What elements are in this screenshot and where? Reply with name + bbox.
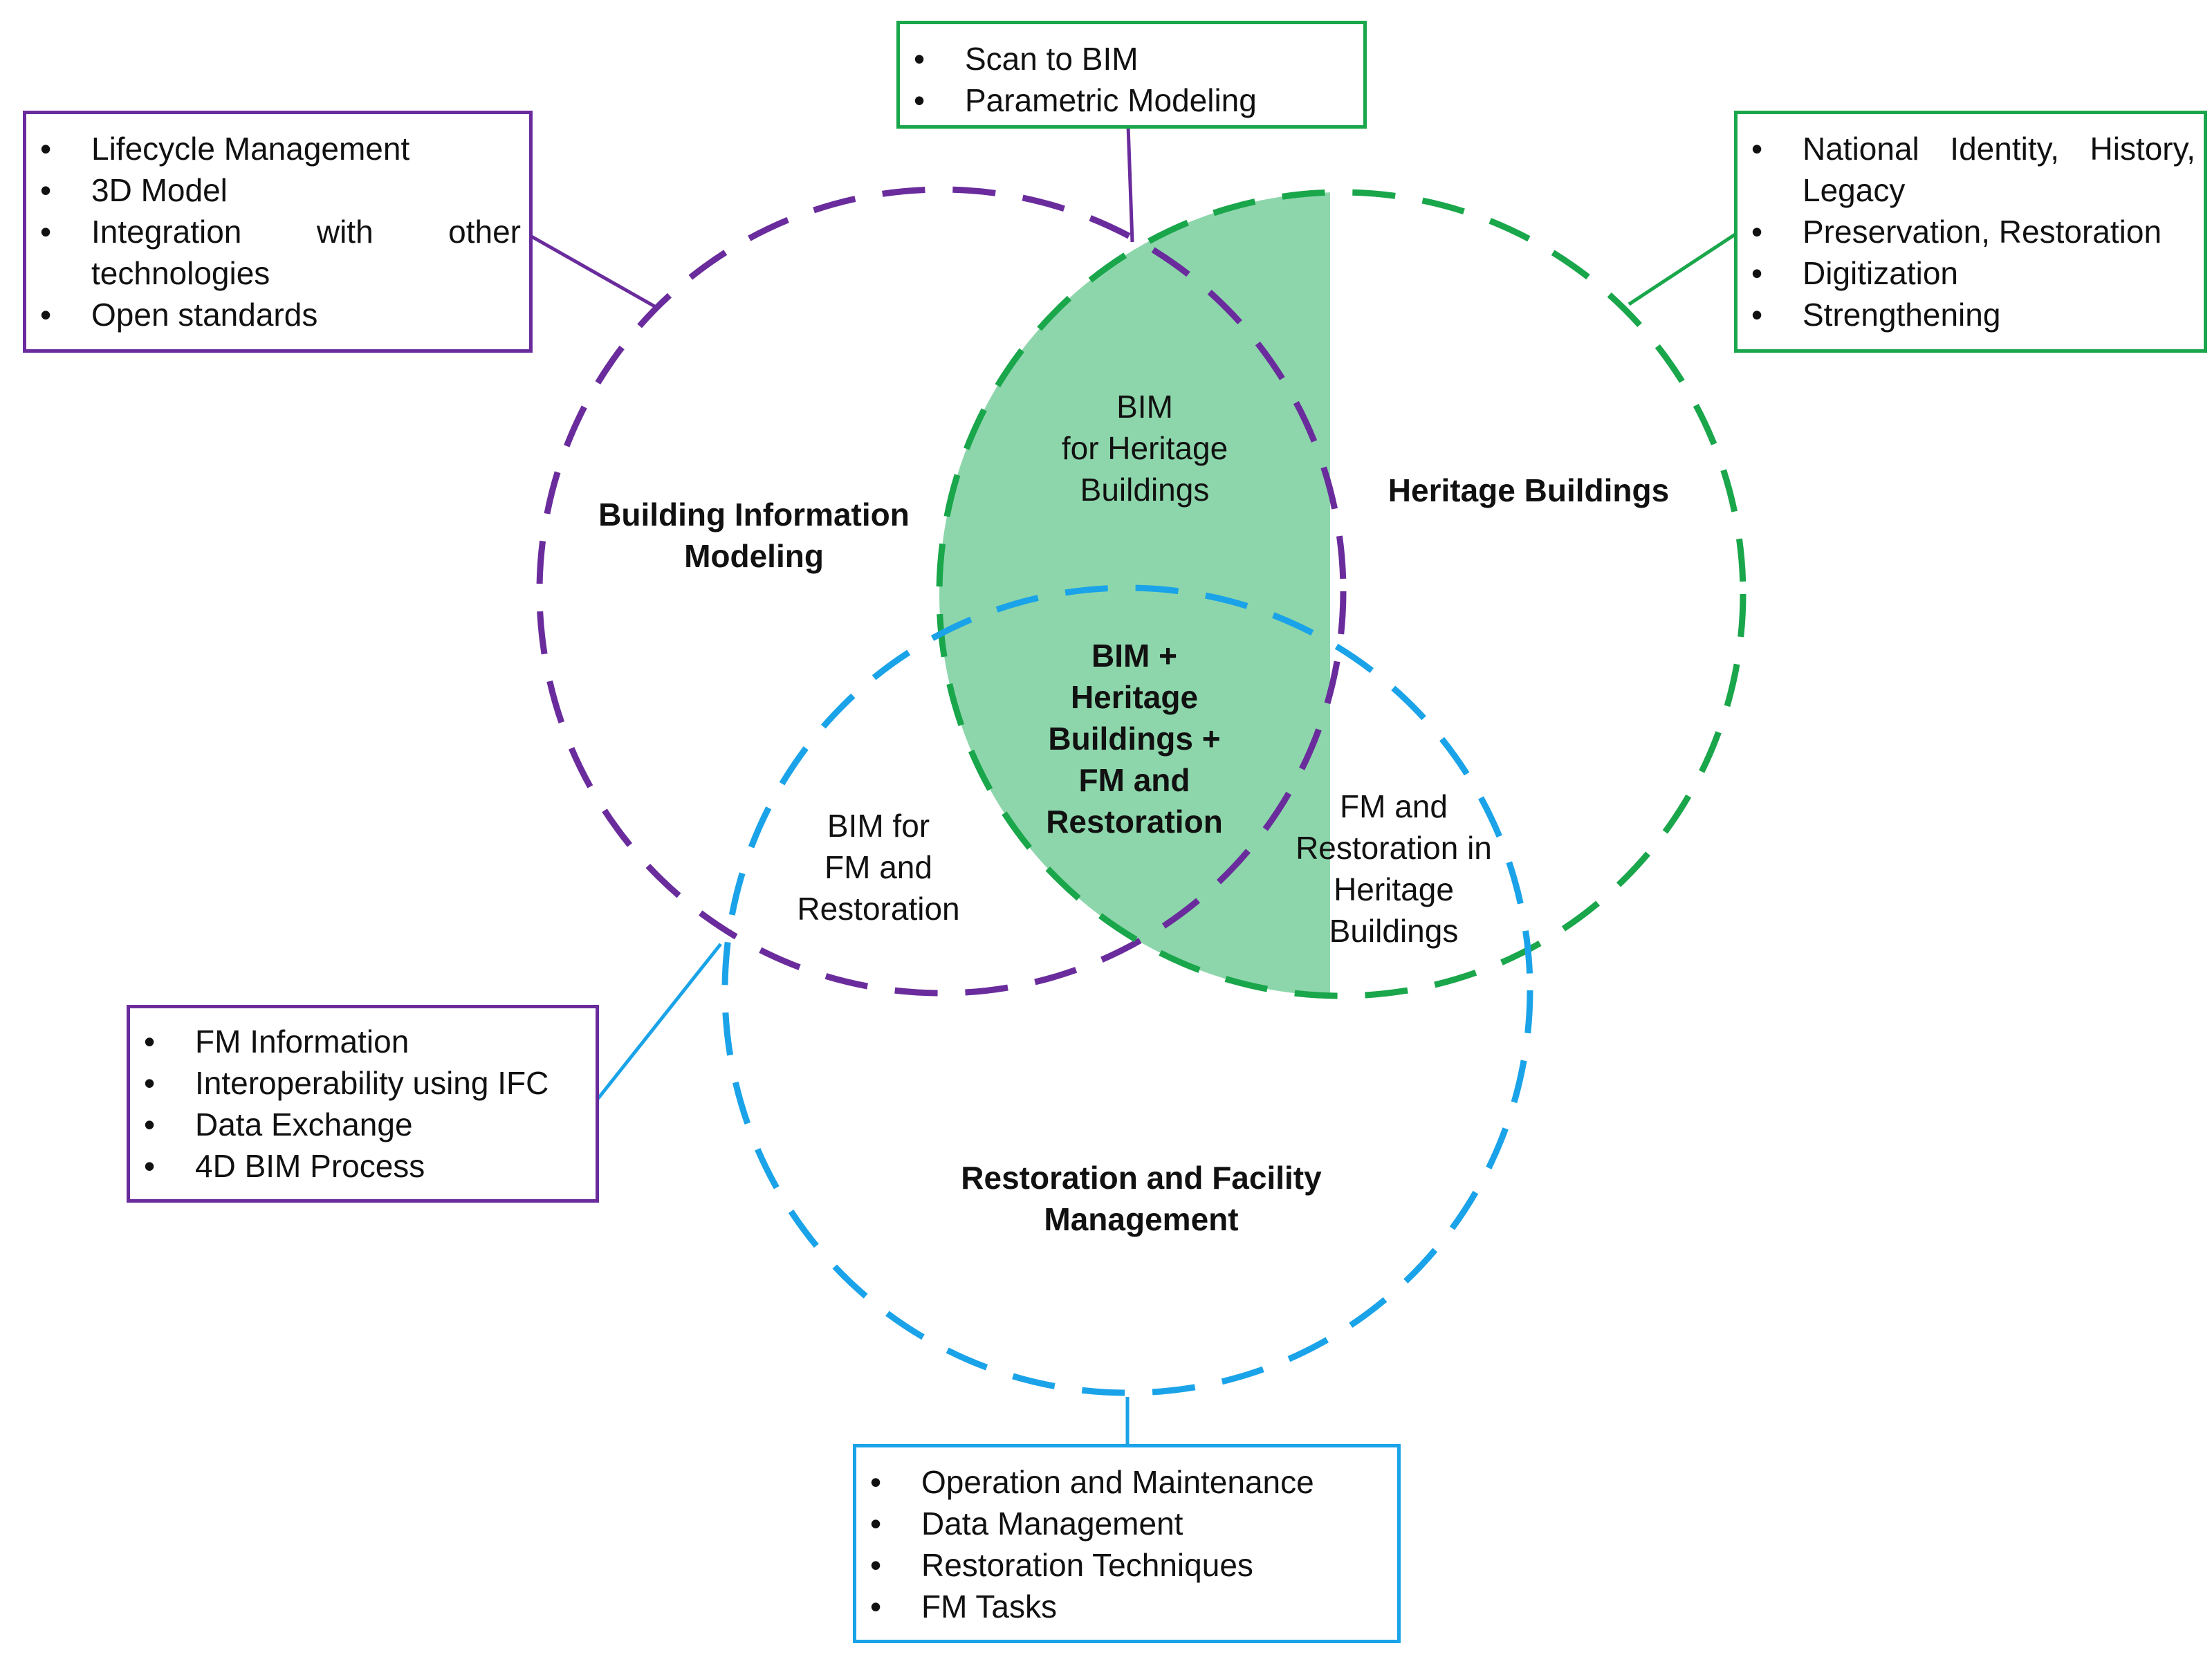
bim-fm-attributes-list: FM Information Interoperability using IF… [130, 1021, 587, 1187]
center-intersection-label: BIM + Heritage Buildings + FM and Restor… [1046, 638, 1223, 840]
bim-heritage-intersection-label: BIM for Heritage Buildings [1061, 389, 1228, 508]
fm-circle [721, 584, 1533, 1396]
heritage-circle-title: Heritage Buildings [1388, 472, 1670, 508]
list-item: 4D BIM Process [130, 1145, 587, 1187]
list-item: FM Information [130, 1021, 587, 1062]
list-item: Data Management [856, 1503, 1389, 1544]
heritage-attributes-list: National Identity, History, Legacy Prese… [1738, 128, 2195, 335]
fm-circle-title: Restoration and Facility Management [961, 1160, 1322, 1237]
list-item: 3D Model [26, 169, 521, 211]
bim-circle-title: Building Information Modeling [598, 497, 910, 574]
list-item: Operation and Maintenance [856, 1461, 1389, 1503]
list-item: FM Tasks [856, 1586, 1389, 1627]
list-item: Parametric Modeling [900, 80, 1355, 121]
list-item: Data Exchange [130, 1104, 587, 1145]
list-item: Lifecycle Management [26, 128, 521, 169]
list-item: Scan to BIM [900, 38, 1355, 80]
list-item: National Identity, History, Legacy [1738, 128, 2195, 211]
fm-attributes-box: Operation and Maintenance Data Managemen… [853, 1444, 1401, 1643]
bim-heritage-connector-line [1126, 125, 1134, 243]
bim-connector-line [528, 233, 658, 310]
heritage-fm-intersection-label: FM and Restoration in Heritage Buildings [1296, 788, 1492, 949]
bim-fm-connector-line [594, 943, 722, 1103]
heritage-circle [936, 189, 1746, 999]
heritage-connector-line [1628, 232, 1738, 306]
bim-fm-intersection-label: BIM for FM and Restoration [797, 808, 960, 927]
bim-heritage-attributes-list: Scan to BIM Parametric Modeling [900, 38, 1355, 121]
heritage-attributes-box: National Identity, History, Legacy Prese… [1734, 111, 2207, 353]
fm-attributes-list: Operation and Maintenance Data Managemen… [856, 1461, 1389, 1627]
bim-circle [536, 186, 1347, 997]
list-item: Digitization [1738, 252, 2195, 294]
bim-attributes-box: Lifecycle Management 3D Model Integratio… [23, 111, 533, 353]
list-item: Open standards [26, 294, 521, 335]
bim-heritage-attributes-box: Scan to BIM Parametric Modeling [896, 21, 1367, 129]
bim-fm-attributes-box: FM Information Interoperability using IF… [127, 1005, 599, 1203]
list-item: Restoration Techniques [856, 1544, 1389, 1586]
bim-attributes-list: Lifecycle Management 3D Model Integratio… [26, 128, 521, 335]
list-item: Integration with other technologies [26, 211, 521, 294]
list-item: Preservation, Restoration [1738, 211, 2195, 252]
list-item: Strengthening [1738, 294, 2195, 335]
list-item: Interoperability using IFC [130, 1062, 587, 1104]
